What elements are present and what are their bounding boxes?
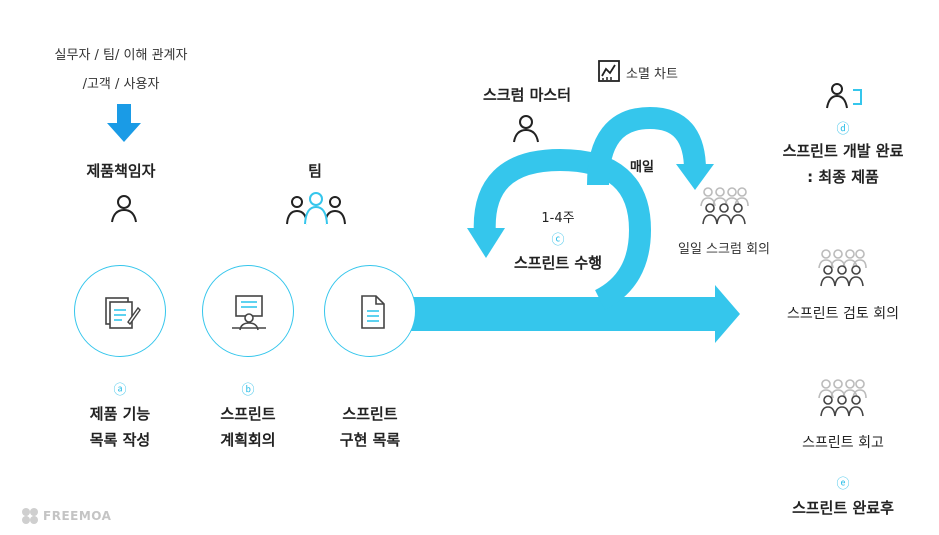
team-label: 팀: [308, 162, 322, 180]
stakeholders-line1: 실무자 / 팀/ 이해 관계자: [54, 48, 188, 63]
stakeholders-line2: /고객 / 사용자: [82, 77, 160, 92]
burndown-label: 소멸 차트: [626, 67, 678, 82]
burndown-chart-icon: [598, 60, 620, 82]
person-product-icon: [826, 83, 862, 109]
daily-loop-arrowhead: [676, 164, 714, 190]
step-b-mark: ⓑ: [241, 383, 255, 398]
group-icon: [700, 187, 749, 225]
person-icon: [111, 195, 137, 223]
step-a-line1: 제품 기능: [89, 405, 151, 423]
freemoa-logo-text: FREEMOA: [43, 509, 112, 523]
presentation-icon: [232, 295, 266, 331]
sprint-exec-label: 스프린트 수행: [513, 254, 603, 272]
group-icon: [818, 379, 867, 417]
duration-label: 1-4주: [541, 211, 575, 226]
flow-arrowhead: [715, 285, 740, 343]
sprint-backlog-node: [324, 265, 416, 357]
document-edit-icon: [105, 297, 141, 329]
group-icon: [818, 249, 867, 287]
team-icon: [286, 192, 346, 225]
document-icon: [361, 295, 385, 329]
daily-label: 매일: [630, 160, 654, 175]
backlog-line1: 스프린트: [342, 405, 398, 423]
step-a-mark: ⓐ: [113, 383, 127, 398]
sprint-retro-label: 스프린트 회고: [802, 435, 884, 451]
step-d-line2: : 최종 제품: [807, 168, 879, 186]
daily-scrum-label: 일일 스크럼 회의: [678, 242, 770, 257]
step-c-mark: ⓒ: [551, 233, 565, 248]
step-e-label: 스프린트 완료후: [792, 499, 894, 517]
step-a-line2: 목록 작성: [89, 431, 151, 449]
daily-loop-arc: [587, 106, 706, 186]
product-owner-label: 제품책임자: [86, 162, 156, 180]
backlog-line2: 구현 목록: [339, 431, 401, 449]
step-b-line2: 계획회의: [220, 431, 276, 449]
step-e-mark: ⓔ: [836, 477, 850, 492]
sprint-review-label: 스프린트 검토 회의: [787, 306, 899, 322]
scrum-master-label: 스크럼 마스터: [482, 86, 572, 104]
product-backlog-node: [74, 265, 166, 357]
flow-band: [405, 297, 717, 331]
step-b-line1: 스프린트: [220, 405, 276, 423]
loop-left-arc: [473, 148, 652, 310]
sprint-planning-node: [202, 265, 294, 357]
step-d-line1: 스프린트 개발 완료: [782, 142, 904, 160]
step-d-mark: ⓓ: [836, 122, 850, 137]
person-icon: [513, 115, 539, 143]
freemoa-logo-icon: [22, 508, 38, 524]
arrow-down-icon: [107, 104, 141, 142]
loop-left-arrowhead: [467, 228, 505, 258]
